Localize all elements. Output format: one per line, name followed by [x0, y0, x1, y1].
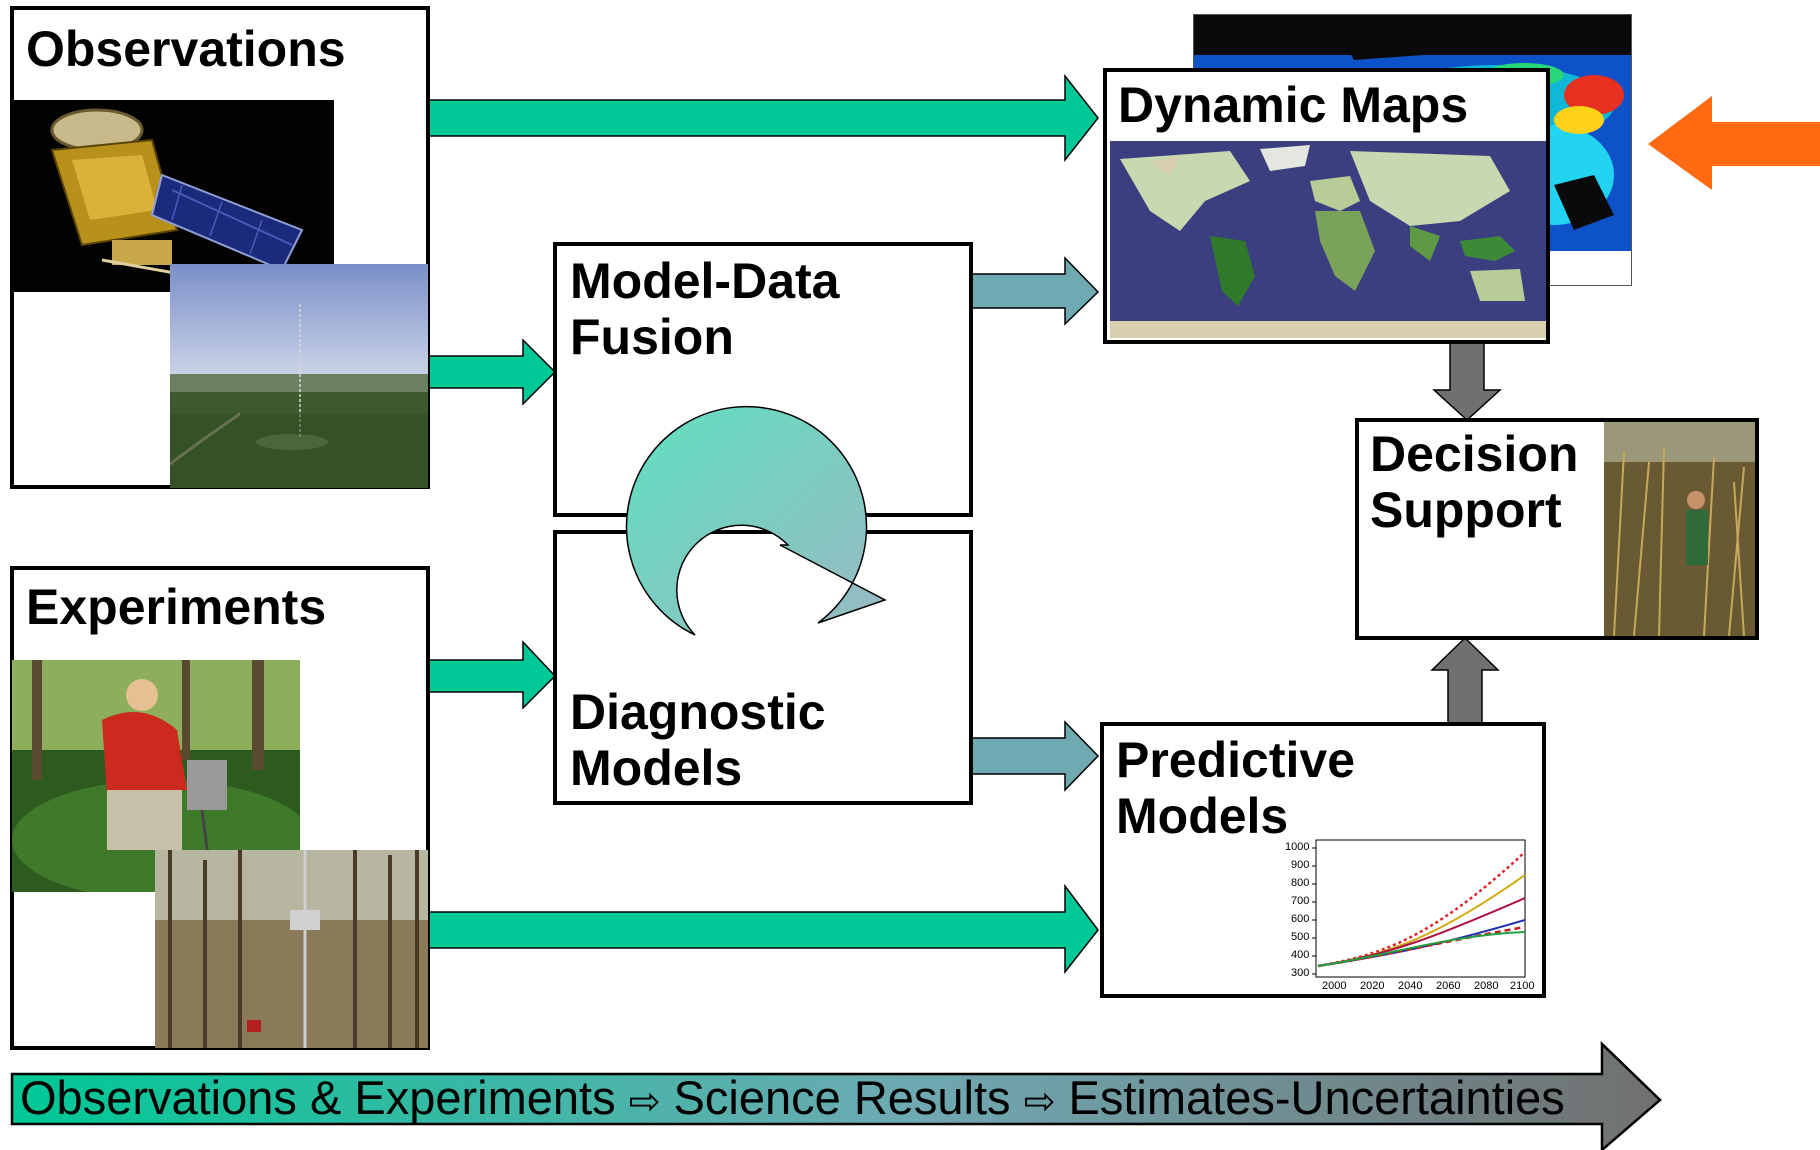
banner-arrow2-icon: ⇨: [1023, 1079, 1056, 1123]
predictive-label-line2: Models: [1116, 788, 1289, 844]
series-a1fi: [1317, 851, 1526, 968]
decision-label-line1: Decision: [1370, 426, 1579, 482]
switchgrass-field-image: [1604, 422, 1755, 636]
arrow-observations-to-fusion: [427, 338, 557, 406]
forest-plantation-image: [155, 850, 428, 1048]
satellite-graphic: [12, 100, 334, 292]
x-tick-2020: 2020: [1360, 980, 1385, 992]
predictive-label-line1: Predictive: [1116, 732, 1356, 788]
landscape-graphic: [170, 264, 428, 488]
world-land-cover-map-image: [1110, 141, 1546, 338]
observations-label: Observations: [26, 21, 346, 77]
y-tick-900: 900: [1291, 859, 1310, 871]
arrow-diagnostic-to-predictive: [971, 720, 1100, 792]
x-tick-2100: 2100: [1510, 980, 1535, 992]
x-tick-2040: 2040: [1398, 980, 1423, 992]
fusion-label-line2: Fusion: [570, 309, 734, 365]
series-b1: [1317, 931, 1526, 967]
decision-label-line2: Support: [1370, 482, 1562, 538]
experiments-label: Experiments: [26, 579, 327, 635]
switchgrass-graphic: [1604, 422, 1755, 636]
arrow-experiments-to-diagnostic: [427, 640, 557, 710]
diagnostic-label-line1: Diagnostic: [570, 684, 826, 740]
banner-arrow1-icon: ⇨: [628, 1079, 661, 1123]
banner-arrow: [10, 1041, 1662, 1150]
x-tick-2080: 2080: [1474, 980, 1499, 992]
x-tick-2060: 2060: [1436, 980, 1461, 992]
arrow-predictive-to-decision: [1430, 636, 1500, 725]
x-tick-2000: 2000: [1322, 980, 1347, 992]
y-tick-800: 800: [1291, 877, 1310, 889]
orange-pointer-arrow-icon: [1648, 96, 1820, 190]
fusion-label-line1: Model-Data: [570, 253, 840, 309]
satellite-image: [12, 100, 334, 292]
diagnostic-label-line2: Models: [570, 740, 743, 796]
series-a2: [1317, 874, 1526, 967]
y-tick-500: 500: [1291, 931, 1310, 943]
y-tick-600: 600: [1291, 913, 1310, 925]
banner-part-observations-experiments: Observations & Experiments: [20, 1071, 616, 1124]
arrow-experiments-to-predictive: [427, 883, 1099, 975]
arrow-observations-to-dynamic-maps: [427, 73, 1099, 163]
workflow-banner-text: Observations & Experiments ⇨ Science Res…: [20, 1070, 1565, 1129]
y-tick-1000: 1000: [1285, 841, 1310, 853]
banner-part-estimates-uncertainties: Estimates-Uncertainties: [1068, 1071, 1565, 1124]
y-tick-300: 300: [1291, 967, 1310, 979]
arrow-maps-to-decision: [1432, 341, 1502, 422]
arrow-fusion-to-dynamic-maps: [971, 256, 1100, 326]
series-is92a: [1317, 925, 1526, 968]
dynamic-maps-label: Dynamic Maps: [1118, 77, 1469, 133]
y-tick-700: 700: [1291, 895, 1310, 907]
y-tick-400: 400: [1291, 949, 1310, 961]
world-map-graphic: [1110, 141, 1546, 338]
predictive-models-box: [1100, 722, 1546, 998]
flux-tower-landscape-image: [170, 264, 428, 488]
banner-part-science-results: Science Results: [673, 1071, 1011, 1124]
forest-graphic: [155, 850, 428, 1048]
